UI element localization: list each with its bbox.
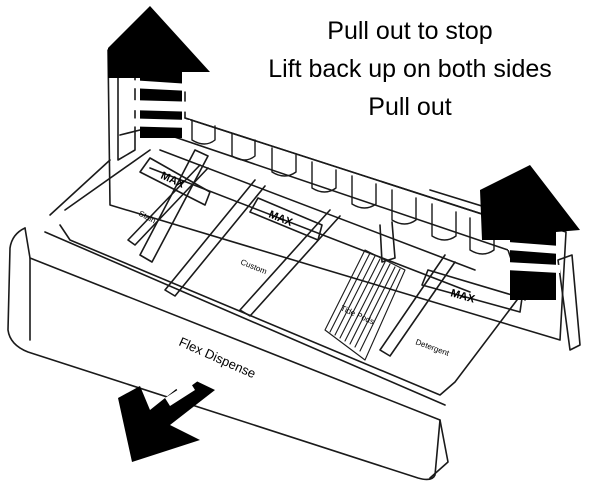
- max-plate-right: [421, 269, 523, 313]
- compartment-detergent-label: Detergent: [414, 337, 451, 358]
- drawer-tray: [59, 224, 521, 396]
- max-plate-mid: [249, 197, 323, 241]
- brand-label: Flex Dispense: [177, 334, 258, 381]
- arrow-stripes: [120, 80, 560, 406]
- instruction-step-1: Pull out to stop: [327, 17, 493, 45]
- compartment-custom-label: Custom: [239, 258, 268, 277]
- tide-pods-insert: [324, 249, 406, 361]
- pull-out-arrow: [118, 378, 215, 462]
- max-label-right: MAX: [449, 287, 476, 305]
- arrows: [108, 6, 580, 462]
- instruction-step-3: Pull out: [368, 93, 452, 121]
- instruction-step-2: Lift back up on both sides: [268, 55, 552, 83]
- drawer-back-wall: [119, 127, 526, 301]
- compartment-stain-label: Stain: [137, 209, 157, 226]
- rail-clips: [191, 119, 495, 255]
- drawer-front-face: [7, 227, 449, 481]
- max-plate-left: [139, 157, 211, 206]
- lift-arrow-left: [108, 6, 210, 138]
